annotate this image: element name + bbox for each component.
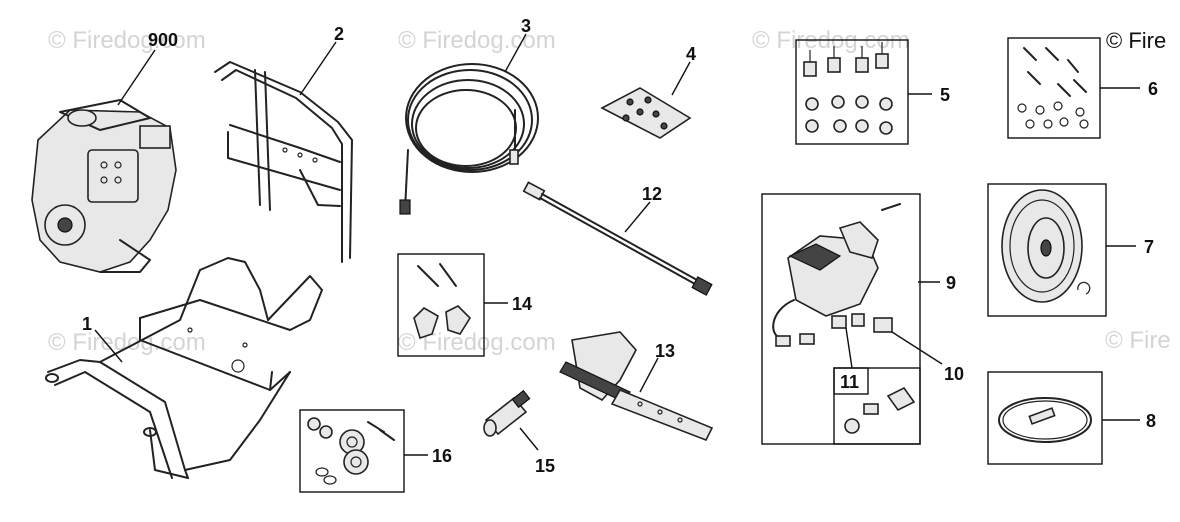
watermark: © Firedog.com [48,27,206,54]
knobs-icon[interactable] [397,253,485,357]
axle-kit-icon[interactable] [299,409,405,493]
callout-14: 14 [512,294,532,314]
leader-line [671,61,691,96]
wheel-icon[interactable] [987,183,1107,317]
belt-icon[interactable] [987,371,1103,465]
callout-12: 12 [642,184,662,204]
leader-line [639,357,659,393]
frame-icon[interactable] [45,257,323,479]
callout-3: 3 [521,16,531,36]
callout-7: 7 [1144,237,1154,257]
leader-line [94,329,123,363]
callout-6: 6 [1148,79,1158,99]
handle-icon[interactable] [214,61,353,263]
spray-gun-icon[interactable] [559,331,714,442]
callout-11: 11 [840,372,859,392]
copyright-text: © Fire [1106,28,1166,53]
hose-icon[interactable] [399,63,539,215]
callout-9: 9 [946,273,956,293]
callout-10: 10 [944,364,964,384]
watermarks: © Firedog.com © Firedog.com © Firedog.co… [48,27,1171,356]
leader-line [117,49,156,106]
callout-900: 900 [148,30,178,50]
leader-line [299,41,337,96]
bolts-icon[interactable] [1007,37,1101,139]
callout-8: 8 [1146,411,1156,431]
watermark: © Firedog.com [48,329,206,356]
callout-15: 15 [535,456,555,476]
nozzle-icon[interactable] [483,389,531,437]
watermark: © Fire [1105,327,1171,354]
callout-2: 2 [334,24,344,44]
callout-4: 4 [686,44,696,64]
isolators-icon[interactable] [795,39,909,145]
watermark: © Firedog.com [398,27,556,54]
callout-5: 5 [940,85,950,105]
engine-icon[interactable] [31,99,177,273]
leader-line [504,33,527,73]
leader-line [519,427,539,451]
callout-13: 13 [655,341,675,361]
bolt-pack-icon[interactable] [600,87,692,139]
callout-16: 16 [432,446,452,466]
callout-1: 1 [82,314,92,334]
leader-line [891,331,943,365]
leader-line [624,201,651,233]
leader-line [845,327,853,369]
wand-icon[interactable] [522,181,713,296]
pump-icon[interactable] [761,193,921,445]
